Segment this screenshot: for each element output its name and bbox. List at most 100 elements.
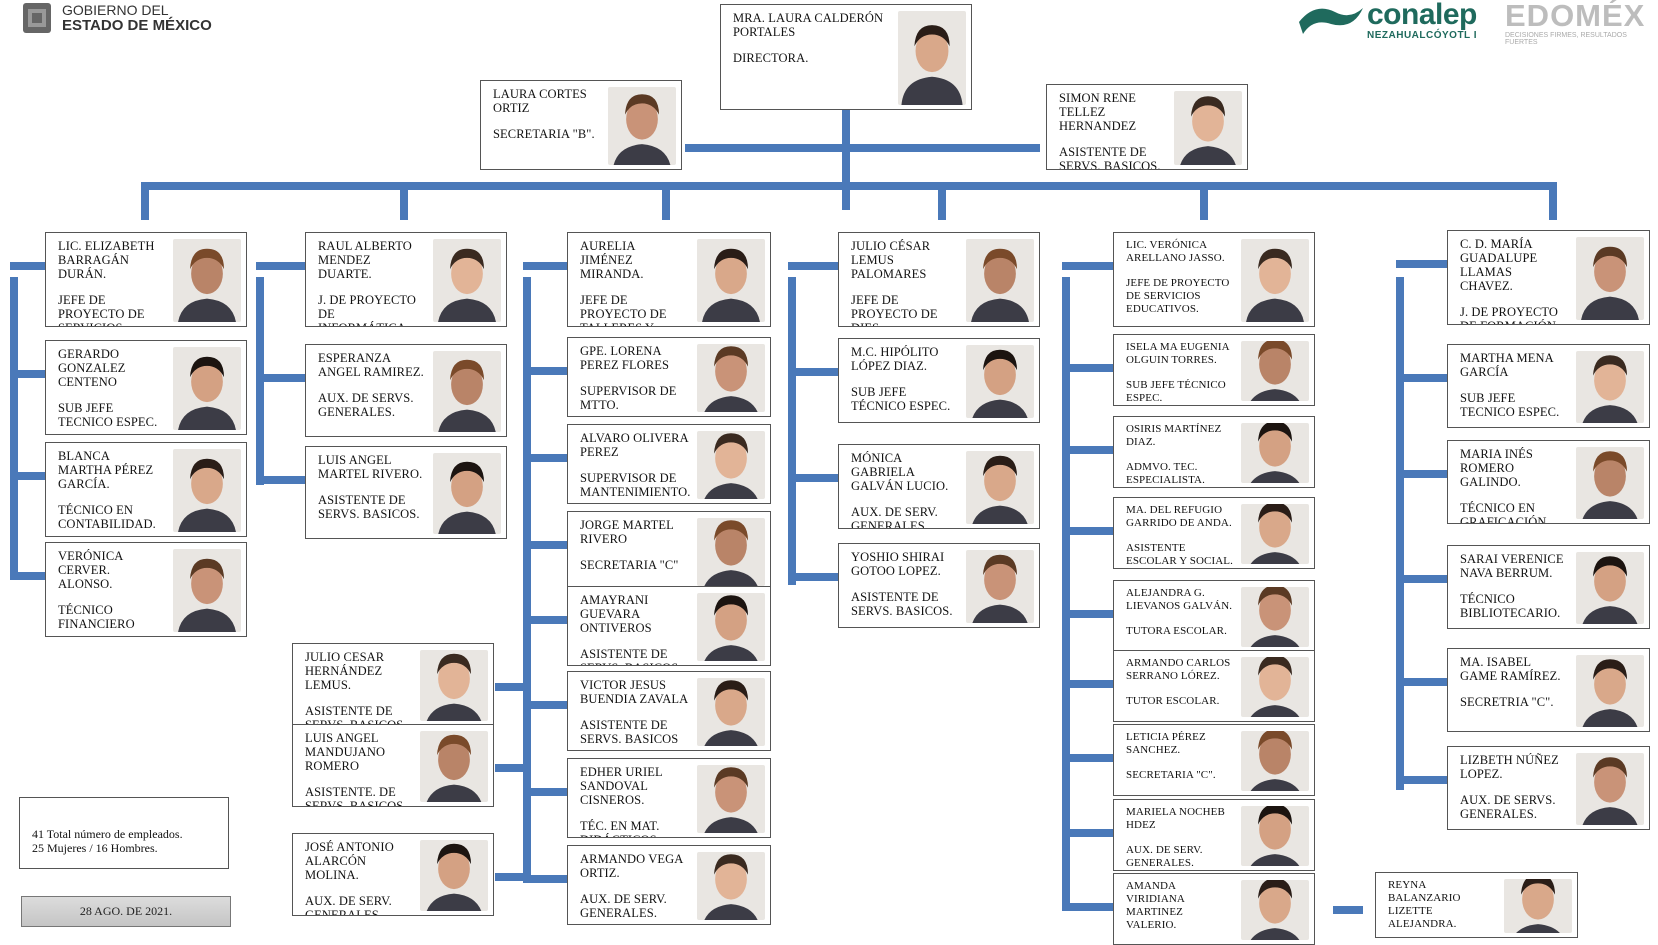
employee-card: AURELIA JIMÉNEZ MIRANDA.JEFE DE PROYECTO…	[567, 232, 771, 327]
tick-line	[1062, 610, 1113, 618]
employee-name: EDHER URIEL SANDOVAL CISNEROS.	[580, 765, 663, 807]
employee-name: C. D. MARÍA GUADALUPE LLAMAS CHAVEZ.	[1460, 237, 1538, 293]
drop-line	[1549, 182, 1557, 220]
drop-line	[1200, 182, 1208, 220]
tick-line	[1062, 527, 1113, 535]
employee-name: VERÓNICA CERVER. ALONSO.	[58, 549, 123, 591]
employee-role: SECRETRIA "C".	[1460, 695, 1554, 709]
tick-line	[256, 476, 305, 484]
edomex-slogan: DECISIONES FIRMES, RESULTADOS FUERTES	[1505, 32, 1627, 46]
vertical-spine	[10, 277, 18, 575]
employee-photo	[173, 347, 241, 430]
employee-photo	[608, 87, 676, 165]
employee-name: ISELA MA EUGENIA OLGUIN TORRES.	[1126, 341, 1230, 366]
employee-card: ISELA MA EUGENIA OLGUIN TORRES. SUB JEFE …	[1113, 334, 1315, 406]
employee-card: MARTHA MENA GARCÍA SUB JEFE TECNICO ESPEC…	[1447, 344, 1650, 428]
employee-name: LUIS ANGEL MANDUJANO ROMERO	[305, 731, 386, 773]
employee-name: AMANDA VIRIDIANA MARTINEZ VALERIO.	[1126, 880, 1185, 931]
conalep-logo: conalep NEZAHUALCÓYOTL I	[1295, 0, 1477, 41]
employee-photo	[1241, 587, 1309, 647]
tick-line	[1062, 903, 1113, 911]
employee-name: YOSHIO SHIRAI GOTOO LOPEZ.	[851, 550, 945, 578]
employee-card: EDHER URIEL SANDOVAL CISNEROS.TÉC. EN MA…	[567, 758, 771, 838]
employee-role: AUX. DE SERV. GENERALES.	[305, 894, 392, 916]
employee-photo	[1576, 447, 1644, 519]
tick-line	[1062, 446, 1113, 454]
employee-role: TÉCNICO EN GRAFICACIÓN.	[1460, 501, 1550, 524]
employee-name: ARMANDO CARLOS SERRANO LÓREZ.	[1126, 657, 1231, 682]
employee-name: ARMANDO VEGA ORTIZ.	[580, 852, 683, 880]
employee-name: MARTHA MENA GARCÍA	[1460, 351, 1554, 379]
employee-name: LIZBETH NÚÑEZ LOPEZ.	[1460, 753, 1559, 781]
employee-card: ALEJANDRA G. LIEVANOS GALVÁN.TUTORA ESCO…	[1113, 580, 1315, 652]
employee-photo	[1174, 91, 1242, 165]
employee-role: TUTOR ESCOLAR.	[1126, 695, 1220, 707]
employee-name: JOSÉ ANTONIO ALARCÓN MOLINA.	[305, 840, 394, 882]
employee-name: LIC. VERÓNICA ARELLANO JASSO.	[1126, 239, 1225, 264]
tick-line	[1396, 575, 1447, 583]
employee-role: SUB JEFE TÉCNICO ESPEC.	[1126, 379, 1226, 404]
employee-card: LIC. VERÓNICA ARELLANO JASSO. JEFE DE PRO…	[1113, 232, 1315, 327]
tick-line	[1062, 829, 1113, 837]
tick-line	[788, 368, 838, 376]
employee-photo	[1241, 504, 1309, 564]
tick-line	[523, 454, 567, 462]
employee-card: LIZBETH NÚÑEZ LOPEZ.AUX. DE SERVS. GENER…	[1447, 746, 1650, 830]
employee-photo	[697, 518, 765, 586]
employee-card: SARAI VERENICE NAVA BERRUM.TÉCNICO BIBLI…	[1447, 545, 1650, 629]
employee-card: MA. DEL REFUGIO GARRIDO DE ANDA.ASISTENT…	[1113, 497, 1315, 569]
tick-line	[10, 472, 45, 480]
tick-line	[1333, 906, 1363, 914]
employee-photo	[1241, 341, 1309, 401]
tick-line	[1396, 374, 1447, 382]
employee-name: SIMON RENE TELLEZ HERNANDEZ	[1059, 91, 1137, 133]
employee-name: ALVARO OLIVERA PEREZ	[580, 431, 689, 459]
tick-line	[1396, 776, 1447, 784]
employee-role: JEFE DE PROYECTO DE DIES.	[851, 293, 938, 326]
tick-line	[1396, 470, 1447, 478]
employee-role: SUB JEFE TECNICO ESPEC.	[1460, 391, 1560, 419]
tick-line	[523, 367, 567, 375]
tick-line	[10, 262, 45, 270]
employee-role: ASISTENTE ESCOLAR Y SOCIAL.	[1126, 542, 1233, 567]
tick-line	[256, 262, 305, 270]
employee-photo	[697, 239, 765, 322]
tick-line	[788, 573, 838, 581]
employee-card: MÓNICA GABRIELA GALVÁN LUCIO.AUX. DE SER…	[838, 444, 1040, 529]
employee-card: C. D. MARÍA GUADALUPE LLAMAS CHAVEZ.J. D…	[1447, 230, 1650, 325]
employee-totals: 41 Total número de empleados. 25 Mujeres…	[19, 797, 229, 869]
employee-name: MÓNICA GABRIELA GALVÁN LUCIO.	[851, 451, 949, 493]
vertical-spine	[1062, 277, 1070, 905]
employee-name: GERARDO GONZALEZ CENTENO	[58, 347, 126, 389]
chart-date: 28 AGO. DE 2021.	[21, 896, 231, 927]
drop-line	[662, 182, 670, 220]
employee-role: AUX. DE SERV. GENERALES.	[1126, 844, 1203, 869]
employee-card: AMANDA VIRIDIANA MARTINEZ VALERIO.ASISTE…	[1113, 873, 1315, 945]
employee-photo	[1241, 731, 1309, 791]
vertical-spine	[523, 277, 531, 880]
employee-photo	[420, 731, 488, 802]
tick-line	[10, 572, 45, 580]
employee-role: ASISTENTE DE SERVS. BASICOS	[580, 718, 679, 746]
tick-line	[1396, 678, 1447, 686]
employee-role: JEFE DE PROYECTO DE SERVICIOS EDUCATIVOS…	[1126, 277, 1230, 315]
employee-role: SECRETARIA "C".	[1126, 769, 1216, 781]
drop-line	[400, 182, 408, 220]
tick-line	[523, 875, 567, 883]
employee-role: JEFE DE PROYECTO DE TALLERES Y LABORATOR…	[580, 293, 667, 326]
employee-photo	[1241, 880, 1309, 940]
employee-role: JEFE DE PROYECTO DE SERVICIOS ADMINISTRA…	[58, 293, 145, 326]
employee-card: OSIRIS MARTÍNEZ DIAZ.ADMVO. TEC. ESPECIA…	[1113, 416, 1315, 488]
employee-photo	[1241, 806, 1309, 866]
employee-name: JORGE MARTEL RIVERO	[580, 518, 674, 546]
employee-card: LUIS ANGEL MARTEL RIVERO.ASISTENTE DE SE…	[305, 446, 507, 539]
employee-photo	[1576, 753, 1644, 825]
employee-name: JULIO CESAR HERNÁNDEZ LEMUS.	[305, 650, 385, 692]
state-seal-icon	[23, 3, 51, 33]
conalep-wordmark: conalep	[1367, 0, 1477, 31]
employee-photo	[1576, 237, 1644, 320]
employee-photo	[433, 239, 501, 322]
tick-line	[10, 370, 45, 378]
